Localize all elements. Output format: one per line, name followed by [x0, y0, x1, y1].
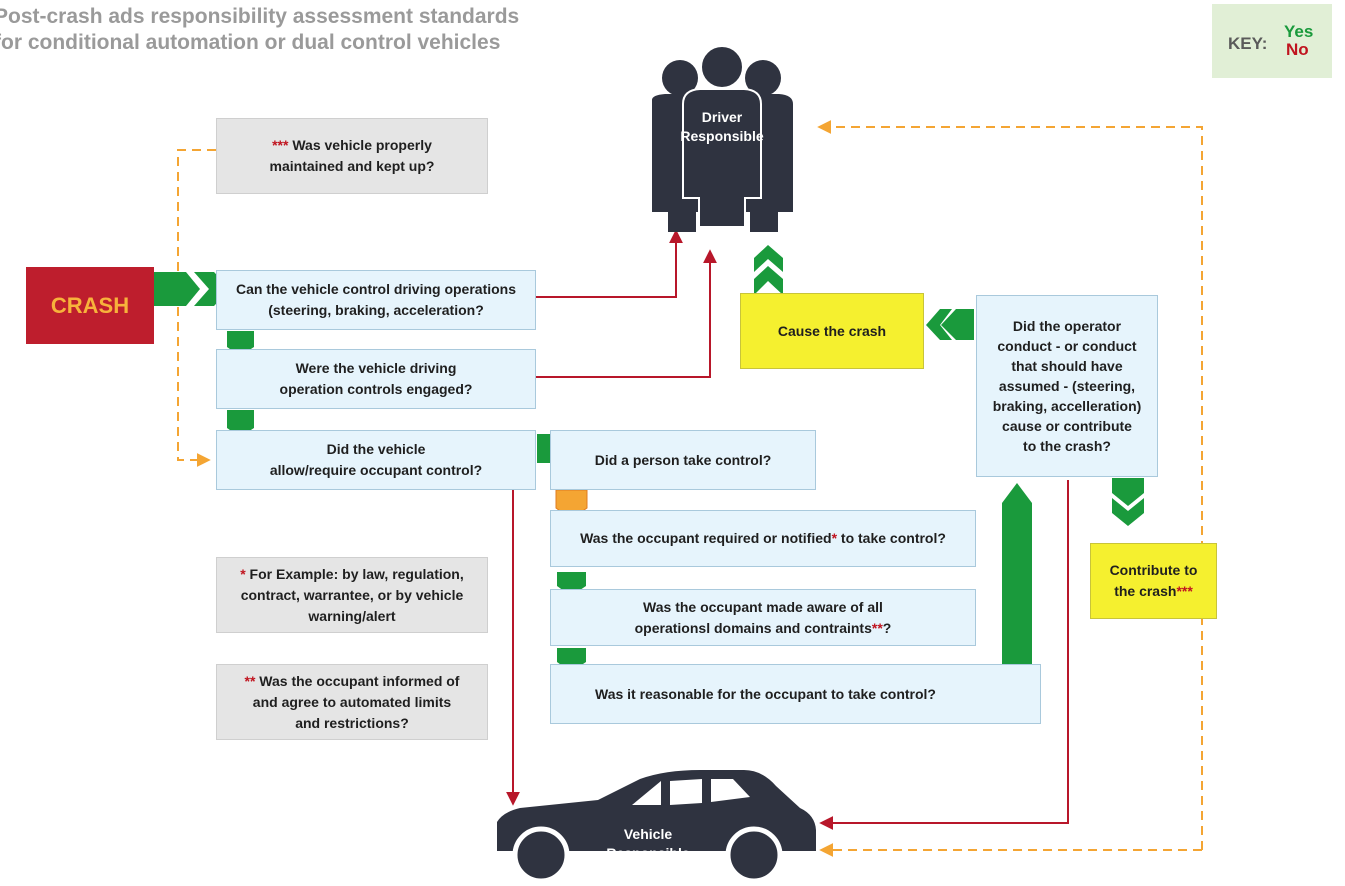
operator-conduct-question-box: Did the operator conduct - or conduct th…: [976, 295, 1158, 477]
driver-responsible-label: Driver Responsible: [672, 108, 772, 146]
operator-line4: assumed - (steering,: [998, 378, 1136, 394]
contribute-mark: ***: [1176, 583, 1193, 599]
operator-line2: conduct - or conduct: [997, 338, 1137, 354]
operator-line1: Did the operator: [1012, 318, 1122, 334]
made-aware-line2-end: ?: [882, 619, 892, 636]
engaged-line2: operation controls engaged?: [279, 381, 473, 397]
made-aware-mark: **: [871, 619, 883, 636]
made-aware-line2: operationsl domains and contraints: [634, 619, 872, 636]
contribute-line1: Contribute to: [1109, 562, 1198, 578]
vehicle-car-icon: [497, 770, 816, 884]
person-took-control-question-box: Did a person take control?: [550, 430, 816, 490]
maintained-line1: Was vehicle properly: [288, 137, 432, 153]
key-legend: [1212, 4, 1332, 78]
informed-mark: **: [244, 672, 256, 689]
informed-line2: and agree to automated limits: [252, 693, 452, 710]
key-yes: Yes: [1284, 22, 1314, 41]
required-notified-before: Was the occupant required or notified: [580, 530, 832, 546]
example-line3: warning/alert: [308, 607, 396, 624]
operator-line7: to the crash?: [1023, 438, 1111, 454]
allow-occupant-line1: Did the vehicle: [326, 441, 426, 457]
made-aware-question-box: Was the occupant made aware of all opera…: [550, 589, 976, 646]
driver-people-icon: [652, 45, 793, 232]
controls-engaged-question-box: Were the vehicle driving operation contr…: [216, 349, 536, 409]
key-label: KEY:: [1228, 34, 1268, 53]
control-ops-line2: (steering, braking, acceleration?: [268, 302, 484, 318]
example-line2: contract, warrantee, or by vehicle: [240, 586, 464, 603]
maintained-line2: maintained and kept up?: [269, 158, 435, 174]
cause-crash-outcome-box: Cause the crash: [740, 293, 924, 369]
control-ops-line1: Can the vehicle control driving operatio…: [235, 281, 517, 297]
example-footnote-box: * For Example: by law, regulation, contr…: [216, 557, 488, 633]
maintained-question-box: *** Was vehicle properly maintained and …: [216, 118, 488, 194]
contribute-dashed-connector: [817, 120, 1203, 857]
example-mark: *: [240, 565, 246, 582]
driver-label-line1: Driver: [701, 109, 743, 125]
informed-line3: and restrictions?: [295, 714, 409, 731]
vehicle-label-line1: Vehicle: [623, 826, 673, 842]
vehicle-label-line2: Responsible: [606, 845, 690, 861]
operator-line5: braking, accelleration): [992, 398, 1142, 414]
title-line-2: for conditional automation or dual contr…: [0, 31, 501, 54]
example-line1: For Example: by law, regulation,: [245, 565, 464, 582]
operator-line3: that should have: [1011, 358, 1123, 374]
control-operations-question-box: Can the vehicle control driving operatio…: [216, 270, 536, 330]
key-no: No: [1286, 40, 1309, 59]
maintained-mark: ***: [272, 137, 289, 153]
crash-box: CRASH: [26, 267, 154, 344]
engaged-line1: Were the vehicle driving: [295, 360, 457, 376]
operator-line6: cause or contribute: [1002, 418, 1132, 434]
contribute-line2: the crash: [1114, 583, 1177, 599]
required-notified-mark: *: [831, 530, 838, 546]
informed-line1: Was the occupant informed of: [255, 672, 460, 689]
reasonable-text: Was it reasonable for the occupant to ta…: [595, 685, 936, 702]
driver-label-line2: Responsible: [680, 128, 764, 144]
vehicle-responsible-label: Vehicle Responsible: [598, 825, 698, 863]
title-line-1: Post-crash ads responsibility assessment…: [0, 5, 520, 28]
diagram-title: Post-crash ads responsibility assessment…: [0, 4, 634, 56]
made-aware-line1: Was the occupant made aware of all: [643, 598, 883, 615]
maintenance-dashed-connector: [177, 149, 216, 467]
crash-label: CRASH: [50, 293, 130, 318]
required-notified-question-box: Was the occupant required or notified* t…: [550, 510, 976, 567]
person-took-control-text: Did a person take control?: [594, 451, 772, 468]
cause-crash-text: Cause the crash: [777, 322, 887, 339]
reasonable-question-box: Was it reasonable for the occupant to ta…: [550, 664, 1041, 724]
no-connectors: [506, 229, 1069, 830]
allow-occupant-control-question-box: Did the vehicle allow/require occupant c…: [216, 430, 536, 490]
allow-occupant-line2: allow/require occupant control?: [269, 462, 483, 478]
contribute-crash-outcome-box: Contribute to the crash***: [1090, 543, 1217, 619]
informed-footnote-box: ** Was the occupant informed of and agre…: [216, 664, 488, 740]
required-notified-after: to take control?: [837, 530, 946, 546]
